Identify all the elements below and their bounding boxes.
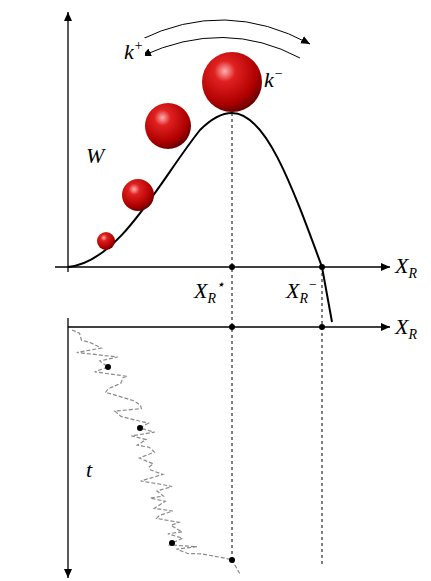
cluster-sphere (145, 103, 191, 149)
trajectory (72, 330, 240, 574)
cluster-sphere (122, 179, 154, 211)
rate-arrow (142, 37, 300, 58)
rate-label: k+ (122, 38, 145, 64)
rate-arrow (140, 20, 310, 44)
cluster-sphere (202, 52, 262, 112)
axis-line (67, 318, 68, 578)
energy-curve (68, 113, 332, 322)
axis-line (55, 266, 390, 267)
axis-label: XR (393, 315, 419, 343)
axis-label: XR− (284, 277, 319, 307)
axis-label: XR (393, 254, 419, 282)
guide-line (232, 113, 233, 560)
rate-label: k− (262, 66, 285, 92)
axis-label: W (84, 144, 106, 168)
guide-line (322, 267, 323, 566)
marker-dots (105, 264, 325, 563)
cluster-sphere (97, 232, 115, 250)
axis-line (67, 12, 68, 272)
axis-label: XR⋆ (192, 277, 227, 307)
axis-label: t (84, 458, 94, 482)
